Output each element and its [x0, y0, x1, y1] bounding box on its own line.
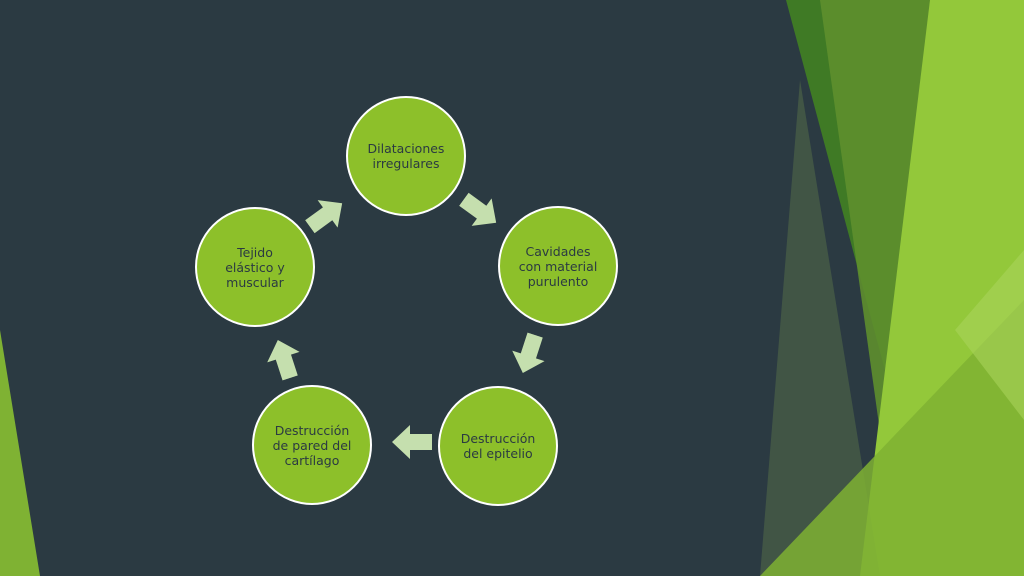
right-arrow-icon: [512, 332, 545, 374]
decor-shape-bottom-right: [760, 300, 1024, 576]
right-arrow-icon: [267, 339, 300, 381]
cycle-node-label: Tejido elástico y muscular: [225, 244, 285, 290]
cycle-node-label: Destrucción de pared del cartílago: [272, 422, 352, 468]
decor-shape-left: [0, 330, 40, 576]
cycle-node-label: Destrucción del epitelio: [460, 431, 536, 461]
decor-shape-haze-right: [760, 80, 880, 576]
cycle-node-destruccion-cartilago: Destrucción de pared del cartílago: [252, 385, 372, 505]
decor-shape-accent-right: [955, 250, 1024, 420]
cycle-node-dilataciones: Dilataciones irregulares: [346, 96, 466, 216]
cycle-node-destruccion-epitelio: Destrucción del epitelio: [438, 386, 558, 506]
cycle-node-label: Dilataciones irregulares: [367, 141, 445, 171]
right-arrow-icon: [459, 192, 497, 226]
right-arrow-icon: [305, 200, 343, 234]
right-arrow-icon: [392, 425, 432, 459]
cycle-node-cavidades: Cavidades con material purulento: [498, 206, 618, 326]
cycle-node-label: Cavidades con material purulento: [518, 243, 598, 289]
cycle-node-tejido: Tejido elástico y muscular: [195, 207, 315, 327]
